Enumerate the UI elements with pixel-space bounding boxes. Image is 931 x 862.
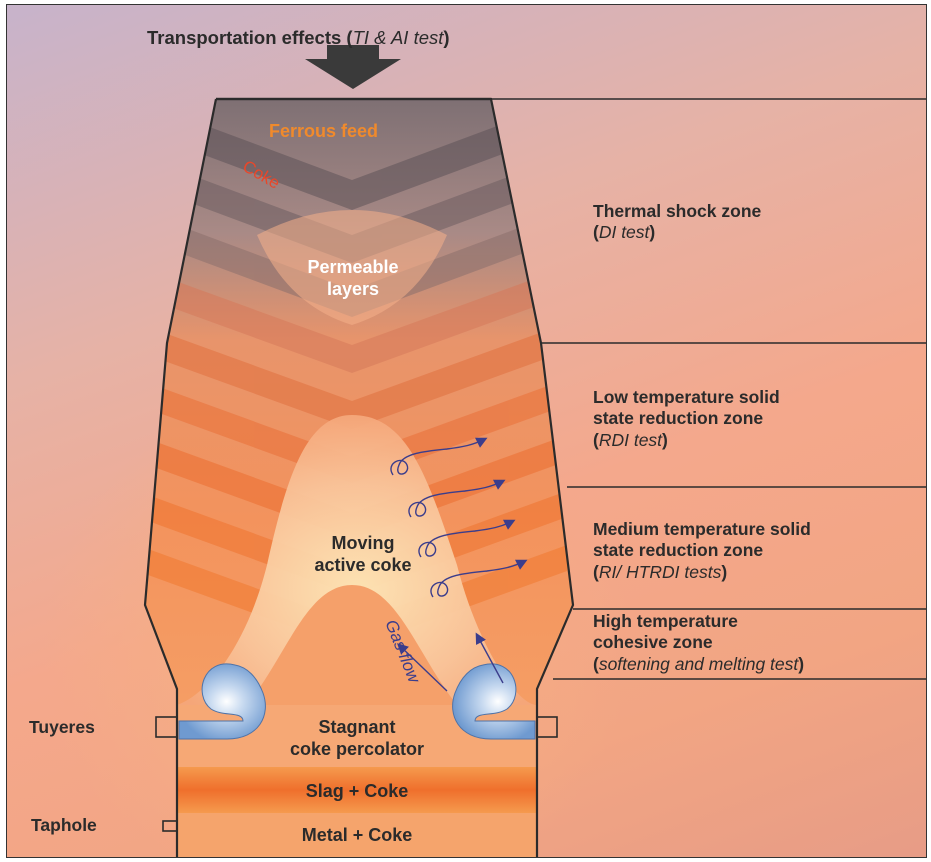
metal-coke-label: Metal + Coke (257, 825, 457, 847)
permeable-layers-label: Permeable layers (283, 257, 423, 301)
zone-high-temperature: High temperature cohesive zone (softenin… (593, 611, 804, 675)
tuyeres-label: Tuyeres (29, 717, 95, 738)
zone-thermal-shock: Thermal shock zone (DI test) (593, 201, 761, 244)
taphole-port (163, 821, 177, 831)
diagram-frame: Transportation effects (TI & AI test) Fe… (6, 4, 927, 858)
taphole-label: Taphole (31, 815, 97, 836)
tuyere-port-left (156, 717, 177, 737)
furnace-diagram (7, 5, 926, 857)
down-arrow-icon (305, 45, 401, 89)
ferrous-feed-label: Ferrous feed (269, 121, 378, 143)
zone-low-temperature: Low temperature solid state reduction zo… (593, 387, 780, 451)
moving-active-coke-label: Moving active coke (293, 533, 433, 577)
slag-coke-label: Slag + Coke (257, 781, 457, 803)
zone-medium-temperature: Medium temperature solid state reduction… (593, 519, 811, 583)
stagnant-coke-label: Stagnant coke percolator (257, 717, 457, 761)
tuyere-port-right (537, 717, 557, 737)
transportation-effects-label: Transportation effects (TI & AI test) (147, 27, 450, 50)
